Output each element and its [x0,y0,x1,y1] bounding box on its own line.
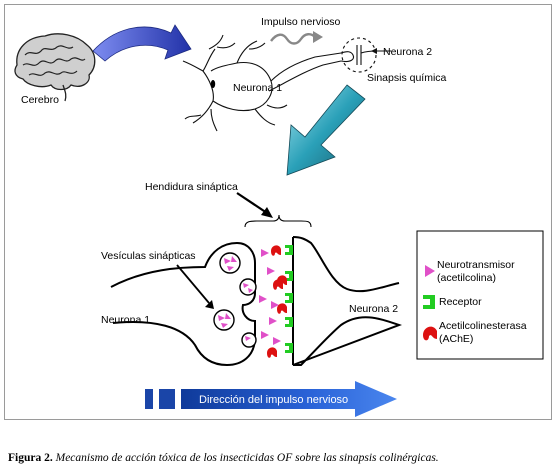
brain-label: Cerebro [21,94,59,106]
impulse-label: Impulso nervioso [261,16,341,28]
figure-frame: Cerebro Neurona 1 Impulso nervioso Neuro… [4,4,552,420]
postsynaptic-neuron [292,236,402,366]
neuron-nucleus [210,80,216,88]
impulse-arrow [270,31,323,45]
legend-receptor: Receptor [439,296,482,308]
neurotransmitter-legend-icon [425,265,435,277]
legend-box: Neurotransmisor (acetilcolina) Receptor … [416,230,544,360]
synapse-dashed-circle [341,37,377,73]
neurotransmitter-molecules [259,249,281,345]
receptors [285,245,293,353]
synapse-diagram: Cerebro Neurona 1 Impulso nervioso Neuro… [14,16,544,417]
vesicle [213,309,235,331]
vesicle [241,332,257,348]
direction-arrow [145,381,397,417]
brain-icon [14,33,96,102]
synapse-label: Sinapsis química [367,72,447,84]
presynaptic-neuron [110,241,256,367]
direction-label: Dirección del impulso nervioso [199,394,348,406]
vesicles-label: Vesículas sinápticas [101,250,196,262]
zoom-pointer-arrow [286,84,366,176]
neuron2-pointer-arrow [371,48,391,54]
caption-text: Mecanismo de acción tóxica de los insect… [55,452,439,464]
ache-molecules [267,245,287,358]
vesicle [239,278,257,296]
legend-ache-line1: Acetilcolinesterasa [439,320,527,332]
cleft-label: Hendidura sináptica [145,181,238,193]
cleft-brace [244,214,312,228]
neuron1-top-label: Neurona 1 [233,82,282,94]
brain-to-neuron-arrow [92,24,192,62]
vesicle [219,252,241,274]
neuron2-top-label: Neurona 2 [383,46,432,58]
vesicles-arrow [176,264,214,309]
receptor-legend-icon [423,295,435,309]
legend-neurotransmitter-line1: Neurotransmisor [437,259,515,271]
synapse-terminal [340,45,378,65]
figure-caption: Figura 2. Mecanismo de acción tóxica de … [8,452,439,464]
neuron-top-icon [182,34,342,132]
ache-legend-icon [423,326,437,341]
neuron2-detail-label: Neurona 2 [349,303,398,315]
legend-ache-line2: (AChE) [439,333,473,345]
legend-neurotransmitter-line2: (acetilcolina) [437,272,496,284]
cleft-arrow [236,192,273,218]
neuron1-detail-label: Neurona 1 [101,314,150,326]
caption-number: Figura 2. [8,452,53,464]
